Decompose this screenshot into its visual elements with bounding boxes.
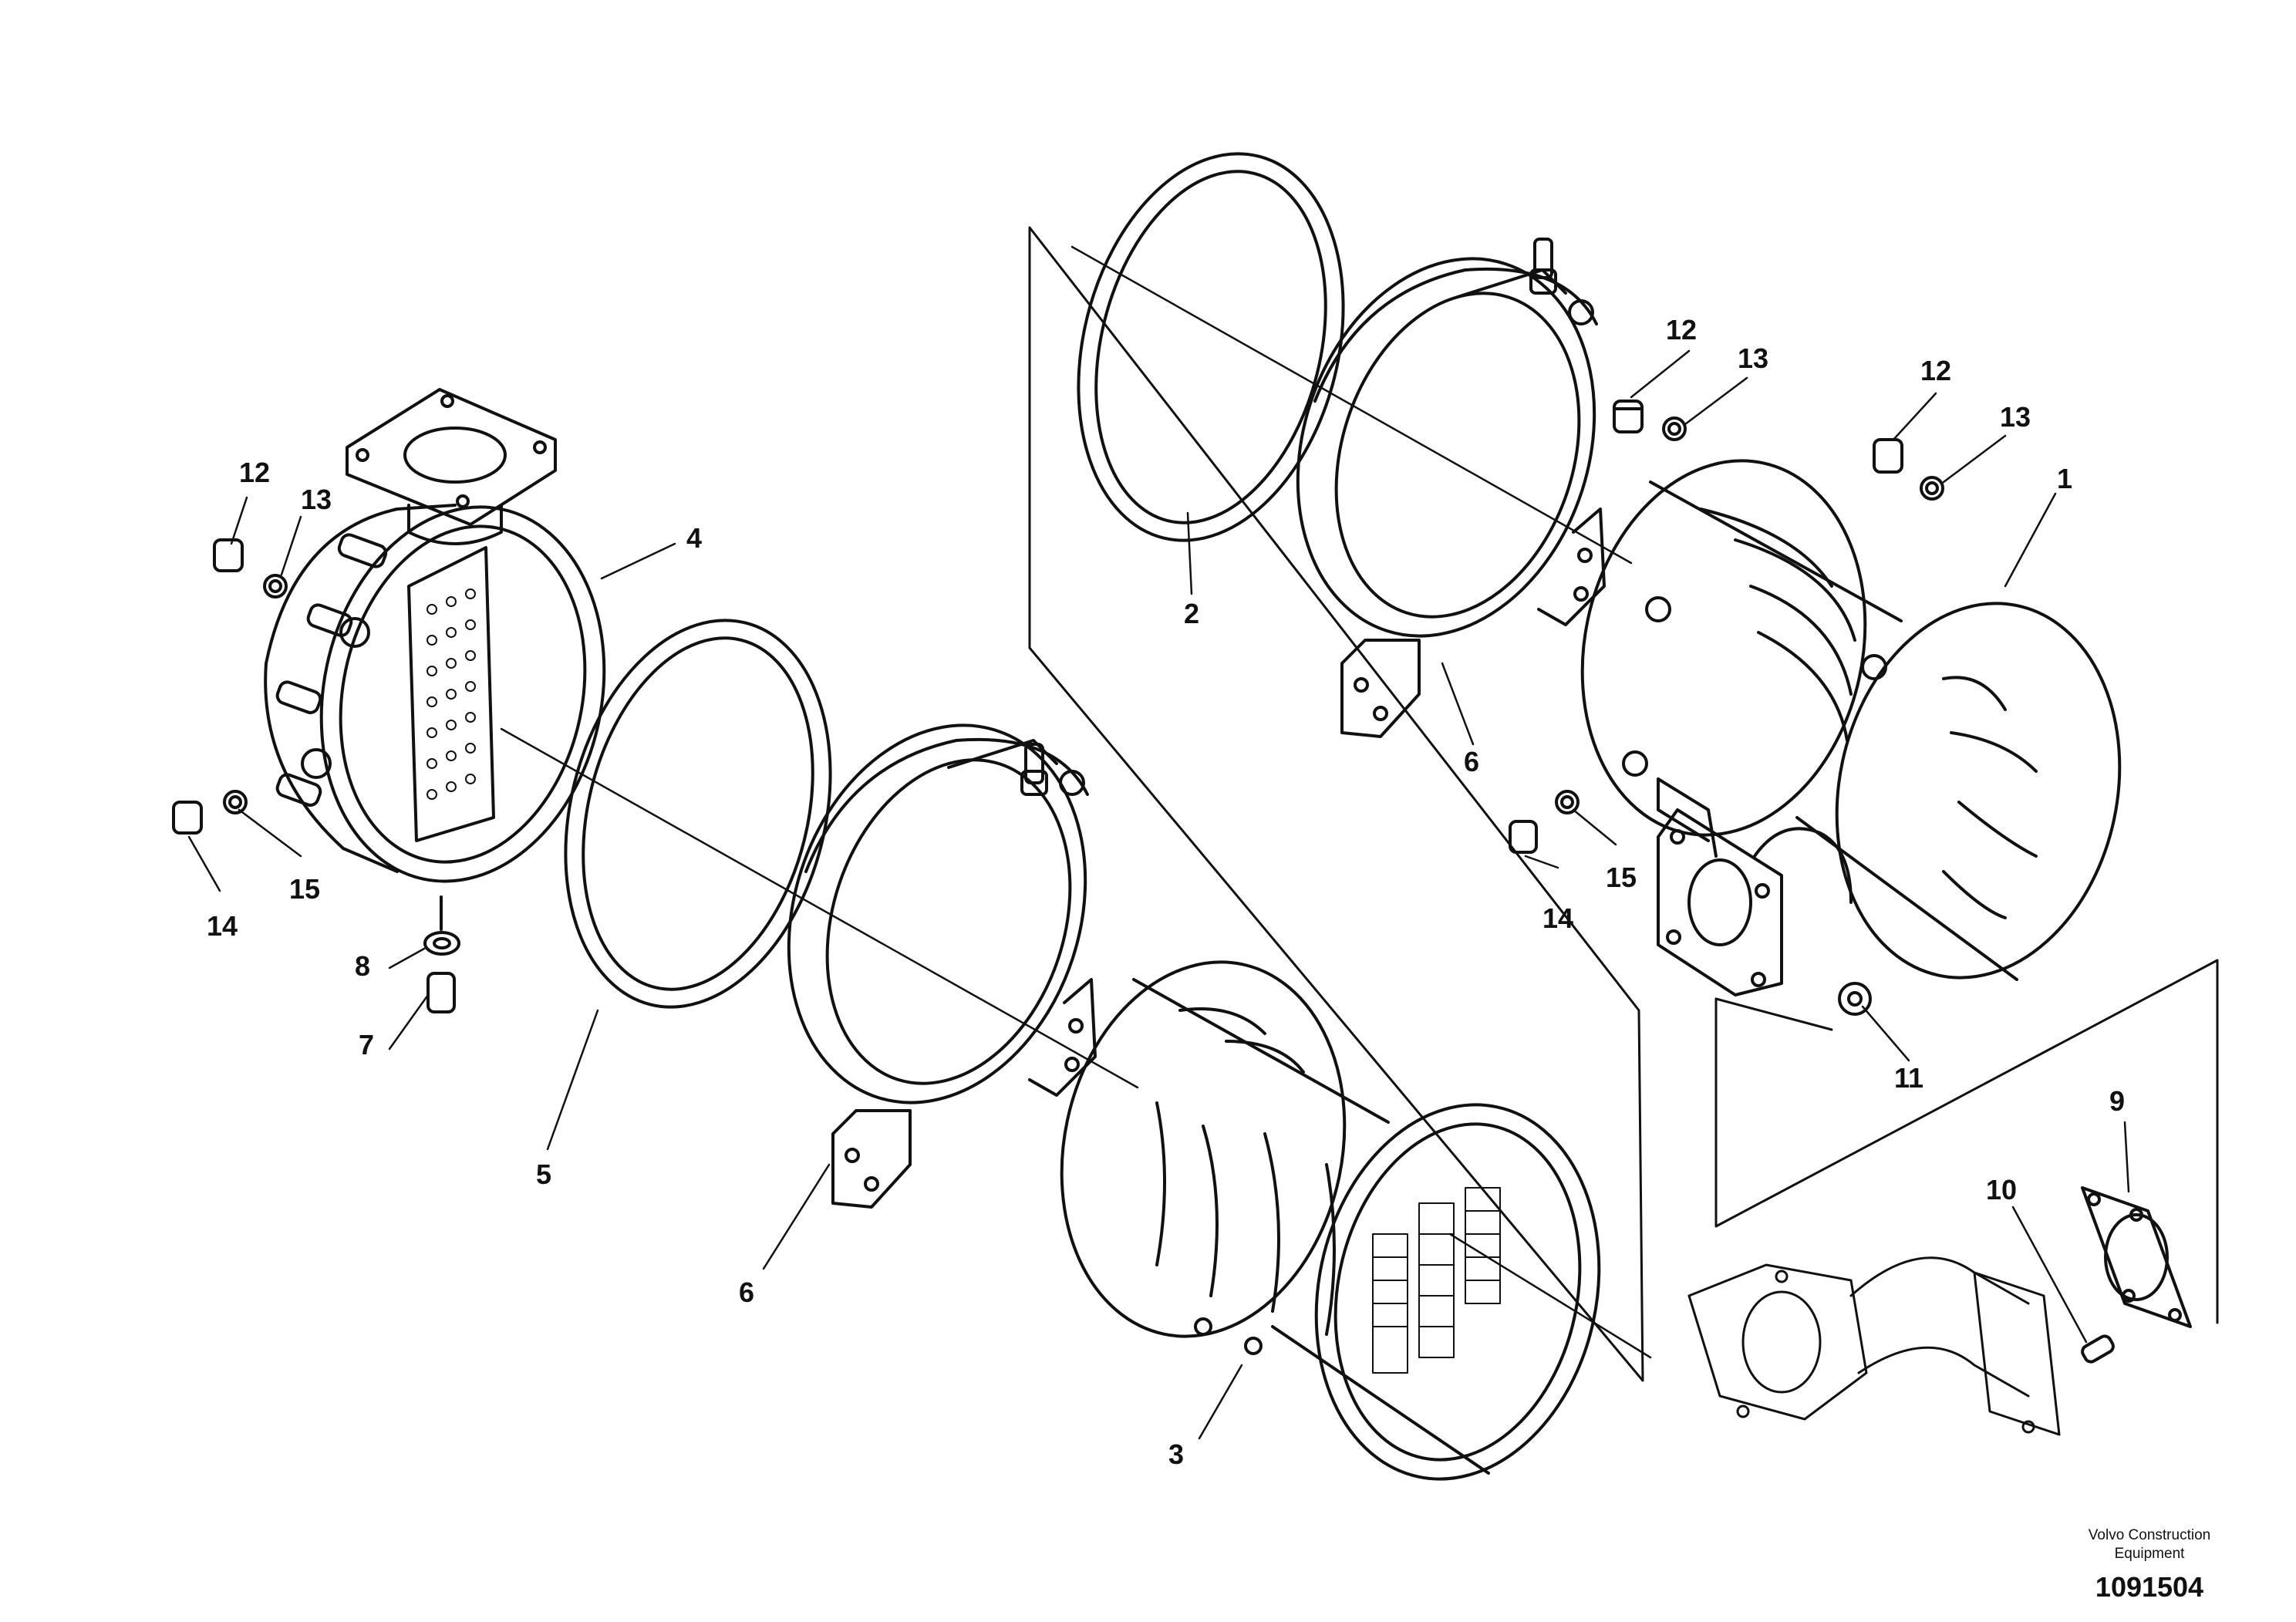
callout-15-inlet: 15: [289, 873, 320, 905]
washer-13-upper-left: [1662, 416, 1687, 441]
callout-11: 11: [1894, 1062, 1923, 1094]
callout-12-inlet: 12: [239, 457, 270, 488]
callout-12-upper-left: 12: [1666, 314, 1697, 346]
muffler-housing: [1580, 459, 2122, 996]
callout-8: 8: [355, 950, 370, 982]
callout-leader-lines: [187, 349, 2130, 1440]
v-band-clamp-upper: [1296, 238, 1606, 738]
callout-2: 2: [1184, 598, 1199, 629]
sealing-ring-lower: [564, 619, 832, 1009]
callout-1: 1: [2057, 463, 2072, 494]
publisher-line-2: Equipment: [2115, 1546, 2186, 1562]
plug-12-upper-left: [1613, 400, 1644, 433]
washer-13-inlet: [263, 574, 288, 599]
callout-9: 9: [2109, 1085, 2125, 1117]
footer: Volvo Construction Equipment 1091504: [2089, 1527, 2210, 1603]
catalytic-converter: [1060, 960, 1601, 1481]
callout-14-muffler: 14: [1542, 902, 1573, 934]
washer-15-inlet: [223, 790, 248, 814]
callout-4: 4: [686, 522, 702, 554]
washer-8: [423, 931, 460, 956]
publisher-line-1: Volvo Construction: [2089, 1527, 2210, 1543]
document-number: 1091504: [2095, 1571, 2203, 1603]
callout-13-inlet: 13: [301, 484, 332, 515]
exhaust-elbow-pipe: [1687, 1256, 2061, 1436]
callout-6-lower: 6: [739, 1276, 754, 1308]
callout-10: 10: [1986, 1174, 2017, 1206]
washer-13-upper-right: [1920, 476, 1944, 501]
stud: [2081, 1334, 2115, 1364]
plug-14-inlet: [172, 801, 203, 835]
callout-12-upper-right: 12: [1920, 355, 1951, 386]
drain-plug-7: [426, 895, 456, 1013]
explode-guide-frame-right: [1714, 959, 2219, 1324]
callout-labels: 1 2 3 4 5 6 6 7 8 9 10 11 12 12 12 13 13…: [207, 314, 2125, 1470]
callout-3: 3: [1168, 1438, 1184, 1470]
plug-12-upper-right: [1873, 438, 1903, 474]
explode-guide-frame-upper: [1028, 226, 1644, 1382]
callout-5: 5: [536, 1158, 551, 1190]
inlet-housing: [264, 388, 606, 883]
callout-6-upper: 6: [1464, 746, 1479, 777]
sealing-ring-upper: [1077, 152, 1345, 542]
callout-7: 7: [359, 1029, 374, 1061]
callout-15-muffler: 15: [1606, 862, 1637, 893]
plug-14-muffler: [1509, 820, 1538, 854]
plug-12-inlet: [213, 538, 244, 572]
washer-15-muffler: [1555, 790, 1580, 814]
gasket: [2081, 1186, 2192, 1328]
callout-14-inlet: 14: [207, 910, 238, 942]
callout-13-upper-right: 13: [2000, 401, 2031, 433]
nut-11: [1838, 982, 1872, 1016]
v-band-clamp-lower: [787, 723, 1097, 1209]
callout-13-upper-left: 13: [1738, 342, 1768, 374]
